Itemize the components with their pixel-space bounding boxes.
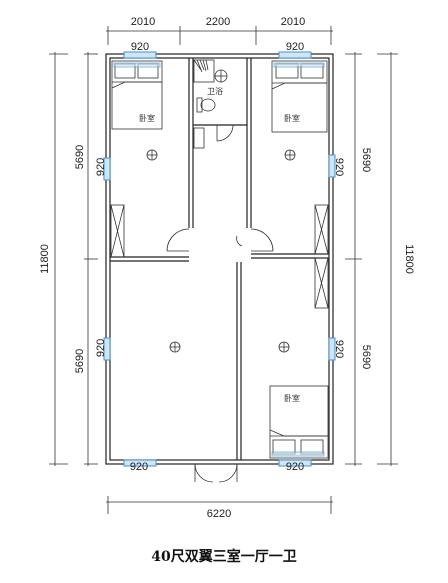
dim-top-right: 2010 bbox=[281, 16, 305, 28]
dim-right-total: 11800 bbox=[403, 244, 415, 274]
window-top-right bbox=[278, 51, 312, 59]
door-swing-center bbox=[236, 235, 243, 247]
bathroom-door-swing bbox=[216, 124, 234, 142]
wardrobe-right-upper bbox=[314, 204, 329, 255]
bed-bottom-right bbox=[269, 385, 329, 459]
label-window-top-right: 920 bbox=[286, 41, 304, 53]
bed-label-top-right: 卧室 bbox=[284, 113, 300, 123]
dim-left-lower: 5690 bbox=[74, 349, 86, 373]
window-bottom-right bbox=[278, 459, 312, 467]
wardrobe-left bbox=[110, 204, 125, 258]
sink-icon bbox=[193, 127, 205, 149]
window-side-upper-left bbox=[103, 157, 111, 181]
ceiling-light-icon-top-left bbox=[146, 149, 158, 161]
label-window-side-upper-right: 920 bbox=[333, 158, 345, 176]
dimension-lines bbox=[49, 26, 398, 514]
dim-left-total: 11800 bbox=[39, 244, 51, 274]
bed-label-top-left: 卧室 bbox=[139, 113, 155, 123]
shower bbox=[193, 59, 215, 83]
dim-right-upper: 5690 bbox=[360, 148, 372, 172]
wardrobe-right-lower bbox=[314, 257, 329, 309]
plan-caption: 40尺双翼三室一厅一卫 bbox=[151, 548, 296, 565]
dim-left-upper: 5690 bbox=[74, 145, 86, 169]
bed-top-right bbox=[271, 60, 328, 133]
label-window-side-lower-right: 920 bbox=[333, 340, 345, 358]
dim-right-lower: 5690 bbox=[360, 345, 372, 369]
door-swing-left bbox=[166, 228, 190, 252]
window-side-lower-left bbox=[103, 337, 111, 361]
window-side-lower-right bbox=[328, 337, 336, 361]
label-window-bottom-right: 920 bbox=[286, 461, 304, 473]
door-swing-right bbox=[250, 228, 274, 252]
toilet-icon bbox=[196, 97, 216, 113]
bathroom-label: 卫浴 bbox=[207, 86, 223, 96]
ceiling-light-icon-bottom-left bbox=[169, 341, 181, 353]
dim-top-left: 2010 bbox=[131, 16, 155, 28]
label-window-top-left: 920 bbox=[131, 41, 149, 53]
entry-door bbox=[194, 463, 238, 483]
window-top-left bbox=[123, 51, 157, 59]
dim-bottom: 6220 bbox=[207, 508, 231, 520]
window-side-upper-right bbox=[328, 154, 336, 178]
walls bbox=[105, 53, 334, 465]
label-window-side-upper-left: 920 bbox=[95, 158, 107, 176]
window-bottom-left bbox=[123, 459, 157, 467]
ceiling-light-icon-bottom-right bbox=[278, 341, 290, 353]
bed-label-bottom-right: 卧室 bbox=[284, 393, 300, 403]
label-window-side-lower-left: 920 bbox=[95, 339, 107, 357]
label-window-bottom-left: 920 bbox=[130, 461, 148, 473]
bed-top-left bbox=[111, 60, 163, 130]
ceiling-light-icon-top-right bbox=[284, 149, 296, 161]
dim-top-middle: 2200 bbox=[206, 16, 230, 28]
